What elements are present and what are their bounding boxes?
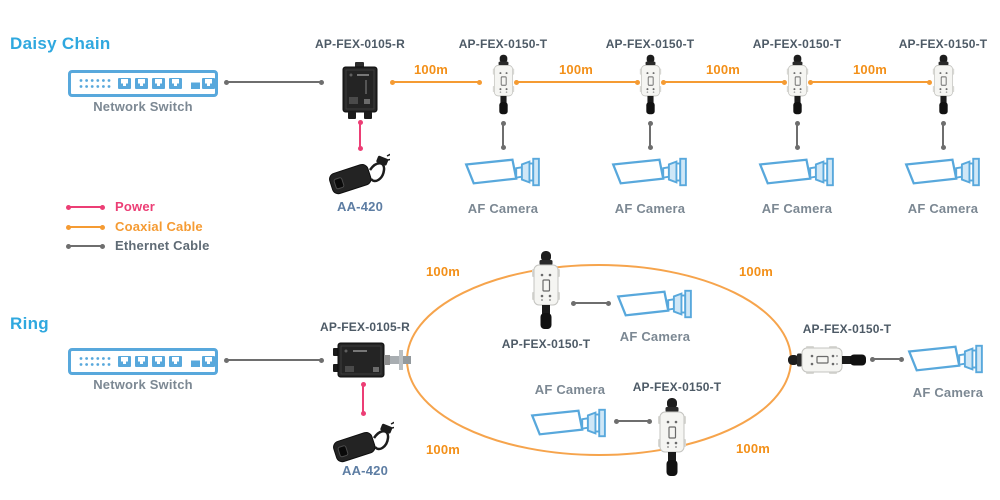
legend-power-label: Power [115, 199, 156, 214]
ethernet-link [224, 357, 324, 363]
camera-label: AF Camera [907, 201, 979, 216]
transmitter-icon [492, 54, 515, 115]
transmitter-icon [531, 250, 561, 330]
camera-link [614, 418, 652, 424]
ethernet-link [224, 79, 324, 85]
camera-label: AF Camera [912, 385, 984, 400]
transmitter-icon [932, 54, 955, 115]
coax-link [661, 79, 787, 85]
camera-label: AF Camera [534, 382, 606, 397]
camera-icon [528, 406, 610, 440]
camera-link [647, 121, 653, 150]
power-adapter-label: AA-420 [342, 463, 388, 478]
camera-link [870, 356, 904, 362]
ring-title: Ring [10, 314, 49, 333]
camera-link [940, 121, 946, 150]
distance-label: 100m [425, 442, 461, 457]
transmitter-label: AP-FEX-0150-T [752, 37, 842, 51]
transmitter-label: AP-FEX-0150-T [802, 322, 892, 336]
receiver-label: AP-FEX-0105-R [320, 320, 410, 334]
camera-label: AF Camera [761, 201, 833, 216]
distance-label: 100m [852, 62, 888, 77]
distance-label: 100m [705, 62, 741, 77]
camera-link [794, 121, 800, 150]
network-switch-icon [68, 70, 218, 97]
network-switch-label: Network Switch [93, 99, 193, 114]
transmitter-label: AP-FEX-0150-T [458, 37, 548, 51]
distance-label: 100m [425, 264, 461, 279]
receiver-icon [340, 62, 380, 120]
transmitter-icon [657, 397, 687, 477]
receiver-label: AP-FEX-0105-R [315, 37, 405, 51]
distance-label: 100m [735, 441, 771, 456]
camera-link [500, 121, 506, 150]
coax-link [390, 79, 482, 85]
camera-icon [905, 342, 987, 376]
camera-icon [614, 287, 696, 321]
legend-coax-line [66, 224, 105, 230]
legend-ethernet-line [66, 243, 105, 249]
distance-label: 100m [738, 264, 774, 279]
camera-icon [756, 155, 838, 189]
legend-coax-label: Coaxial Cable [115, 219, 203, 234]
transmitter-label: AP-FEX-0150-T [632, 380, 722, 394]
network-switch-label: Network Switch [93, 377, 193, 392]
power-adapter-icon [326, 150, 390, 198]
camera-icon [462, 155, 544, 189]
distance-label: 100m [558, 62, 594, 77]
camera-icon [609, 155, 691, 189]
power-link [357, 120, 363, 151]
network-switch-icon [68, 348, 218, 375]
daisy-chain-title: Daisy Chain [10, 34, 111, 53]
transmitter-label: AP-FEX-0150-T [605, 37, 695, 51]
camera-label: AF Camera [619, 329, 691, 344]
transmitter-icon [786, 54, 809, 115]
receiver-icon [333, 340, 413, 380]
coax-link [808, 79, 932, 85]
camera-label: AF Camera [614, 201, 686, 216]
power-adapter-icon [330, 418, 394, 466]
power-link [360, 382, 366, 416]
transmitter-label: AP-FEX-0150-T [501, 337, 591, 351]
transmitter-icon [639, 54, 662, 115]
legend-ethernet-label: Ethernet Cable [115, 238, 210, 253]
transmitter-label: AP-FEX-0150-T [898, 37, 988, 51]
camera-label: AF Camera [467, 201, 539, 216]
power-adapter-label: AA-420 [337, 199, 383, 214]
legend-power-line [66, 204, 105, 210]
camera-icon [902, 155, 984, 189]
coax-link [514, 79, 640, 85]
distance-label: 100m [413, 62, 449, 77]
transmitter-icon [787, 345, 867, 375]
camera-link [571, 300, 611, 306]
